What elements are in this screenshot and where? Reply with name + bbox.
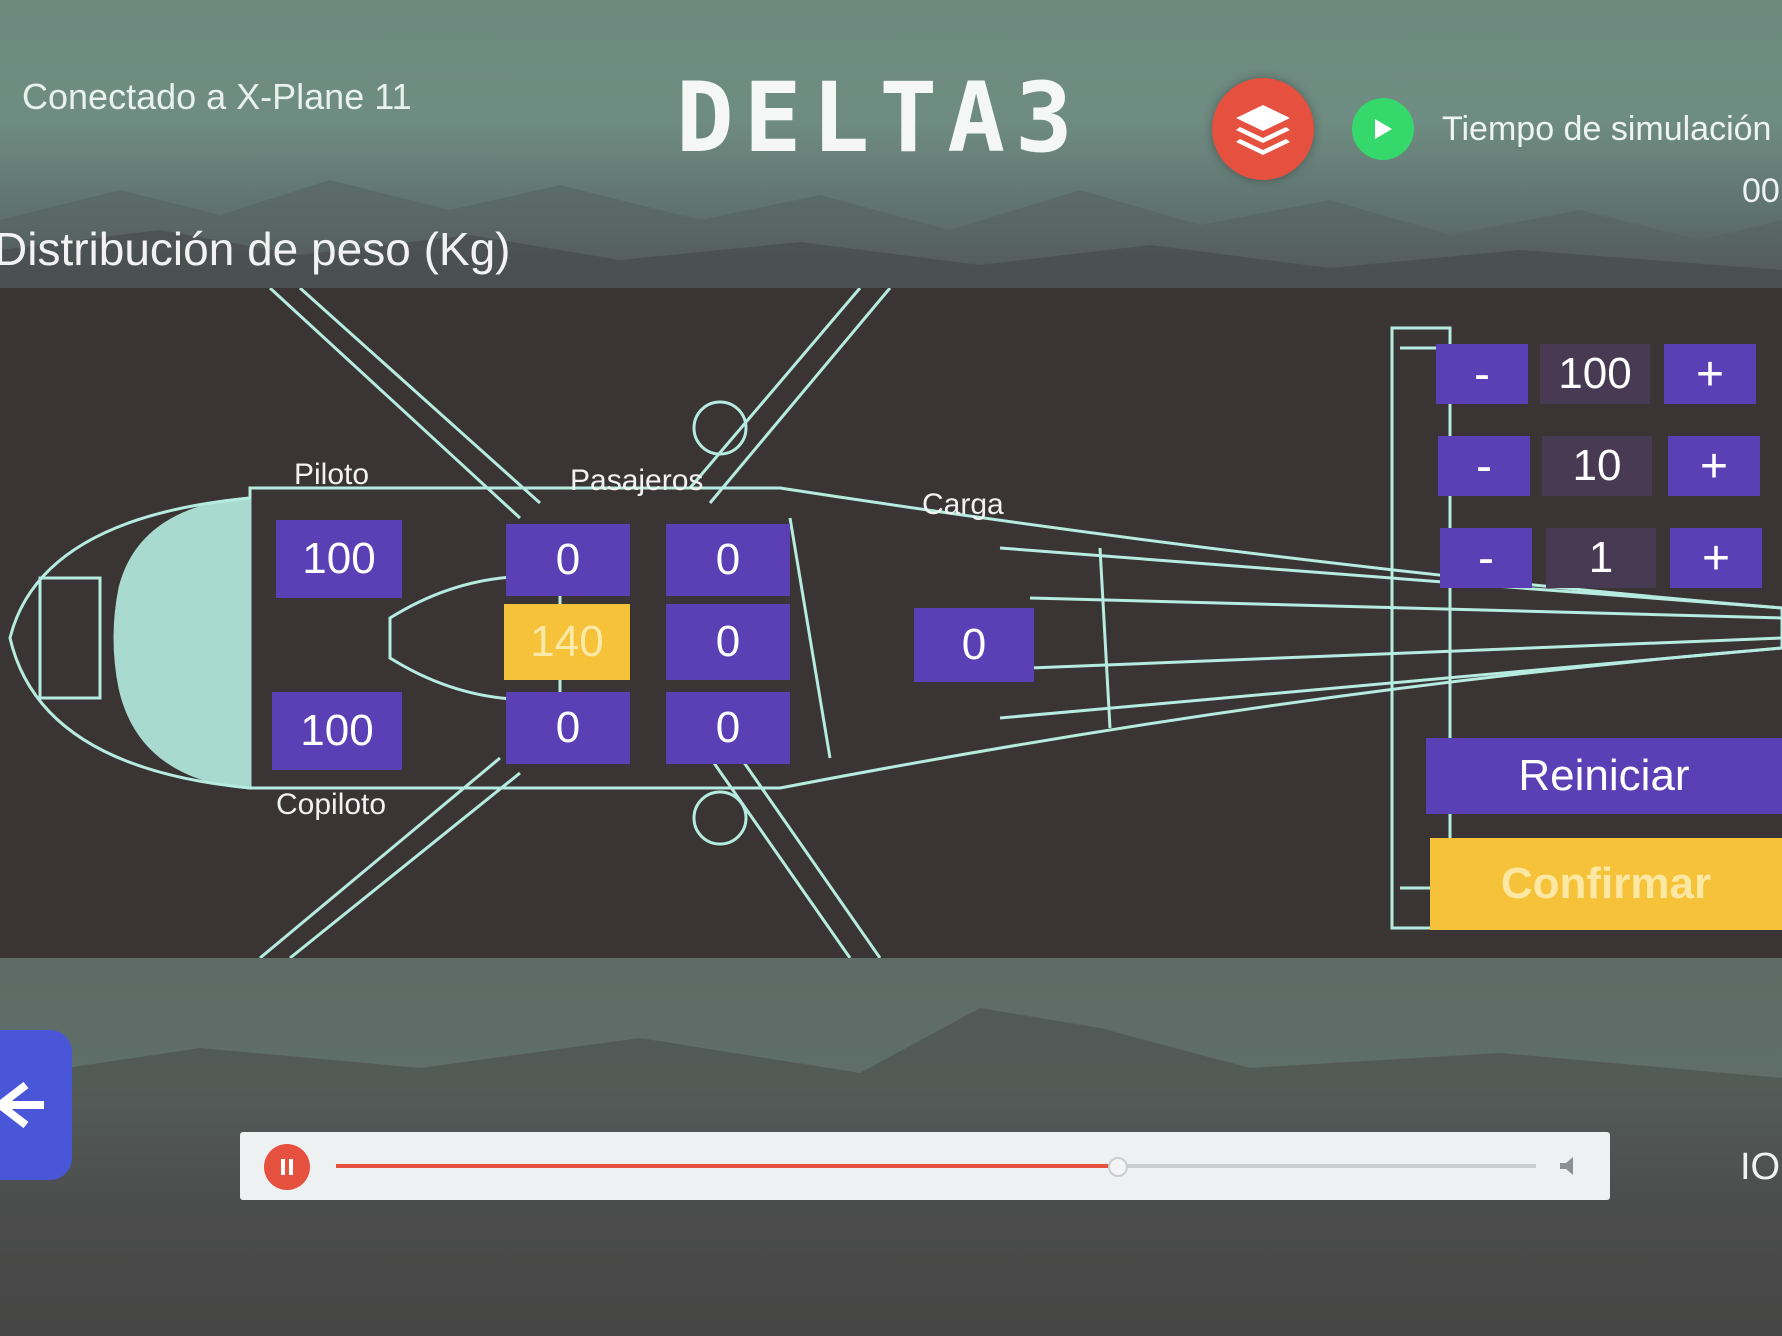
reset-button[interactable]: Reiniciar xyxy=(1426,738,1782,814)
passenger-seat-5[interactable]: 0 xyxy=(506,692,630,764)
layers-button[interactable] xyxy=(1212,78,1314,180)
back-arrow-icon xyxy=(0,1081,44,1129)
passenger-seat-1[interactable]: 0 xyxy=(506,524,630,596)
connection-status: Conectado a X-Plane 11 xyxy=(22,76,412,117)
cargo-weight-input[interactable]: 0 xyxy=(914,608,1034,682)
sim-time-label: Tiempo de simulación xyxy=(1442,110,1772,148)
layers-icon xyxy=(1236,105,1290,155)
sim-time-value: 00 xyxy=(1742,172,1780,210)
pilot-weight-input[interactable]: 100 xyxy=(276,520,402,598)
mountain-silhouette xyxy=(0,180,1782,300)
passenger-seat-4[interactable]: 0 xyxy=(666,604,790,680)
delta3-logo: DELTA3 xyxy=(676,62,1083,174)
confirm-button[interactable]: Confirmar xyxy=(1430,838,1782,930)
progress-track[interactable] xyxy=(336,1157,1536,1177)
weight-distribution-panel: Piloto Pasajeros Carga Copiloto 100 100 … xyxy=(0,288,1782,958)
step-10-value: 10 xyxy=(1542,436,1652,496)
pilot-label: Piloto xyxy=(294,458,370,491)
copilot-weight-input[interactable]: 100 xyxy=(272,692,402,770)
step-100-value: 100 xyxy=(1540,344,1650,404)
cargo-label: Carga xyxy=(922,488,1004,521)
copilot-label: Copiloto xyxy=(276,788,387,821)
media-player xyxy=(240,1132,1610,1200)
progress-fill xyxy=(336,1164,1116,1168)
step-1-value: 1 xyxy=(1546,528,1656,588)
passenger-seat-3[interactable]: 140 xyxy=(504,604,630,680)
back-button[interactable] xyxy=(0,1030,72,1180)
minus-100-button[interactable]: - xyxy=(1436,344,1528,404)
minus-1-button[interactable]: - xyxy=(1440,528,1532,588)
passenger-seat-2[interactable]: 0 xyxy=(666,524,790,596)
helicopter-blueprint xyxy=(8,288,1782,958)
volume-icon[interactable] xyxy=(1558,1154,1582,1178)
plus-10-button[interactable]: + xyxy=(1668,436,1760,496)
pause-icon xyxy=(281,1159,293,1175)
io-label: IO xyxy=(1740,1146,1781,1188)
progress-handle[interactable] xyxy=(1108,1157,1128,1177)
header-bar: Conectado a X-Plane 11 DELTA3 Tiempo de … xyxy=(0,0,1782,300)
plus-100-button[interactable]: + xyxy=(1664,344,1756,404)
section-title: Distribución de peso (Kg) xyxy=(0,223,511,275)
passenger-seat-6[interactable]: 0 xyxy=(666,692,790,764)
minus-10-button[interactable]: - xyxy=(1438,436,1530,496)
play-icon xyxy=(1375,119,1392,139)
passengers-label: Pasajeros xyxy=(570,464,704,497)
play-button[interactable] xyxy=(1352,98,1414,160)
pause-button[interactable] xyxy=(264,1144,310,1190)
plus-1-button[interactable]: + xyxy=(1670,528,1762,588)
